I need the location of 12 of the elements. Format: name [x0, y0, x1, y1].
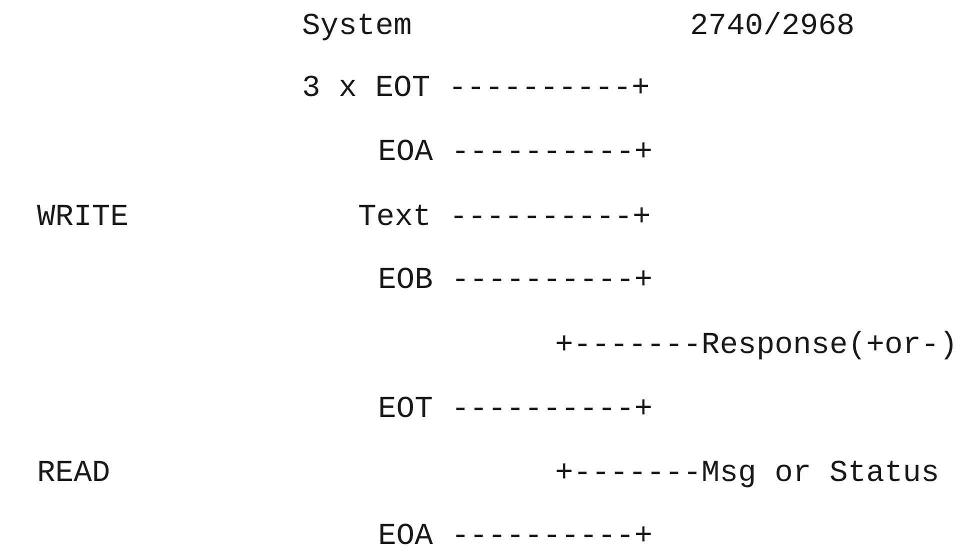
typed-line: 2740/2968 [690, 9, 855, 45]
typed-line: READ [37, 456, 110, 492]
typed-line: System [302, 9, 412, 45]
typed-line: +-------Msg or Status [555, 456, 940, 492]
typed-line: 3 x EOT ----------+ [302, 71, 650, 107]
typed-line: Text ----------+ [358, 200, 651, 236]
typed-line: EOB ----------+ [378, 263, 653, 299]
typed-line: EOT ----------+ [378, 392, 653, 428]
typed-line: WRITE [37, 200, 129, 236]
typed-line: +-------Response(+or-) [555, 328, 958, 364]
typed-line: EOA ----------+ [378, 135, 653, 171]
typed-line: EOA ----------+ [378, 519, 653, 554]
